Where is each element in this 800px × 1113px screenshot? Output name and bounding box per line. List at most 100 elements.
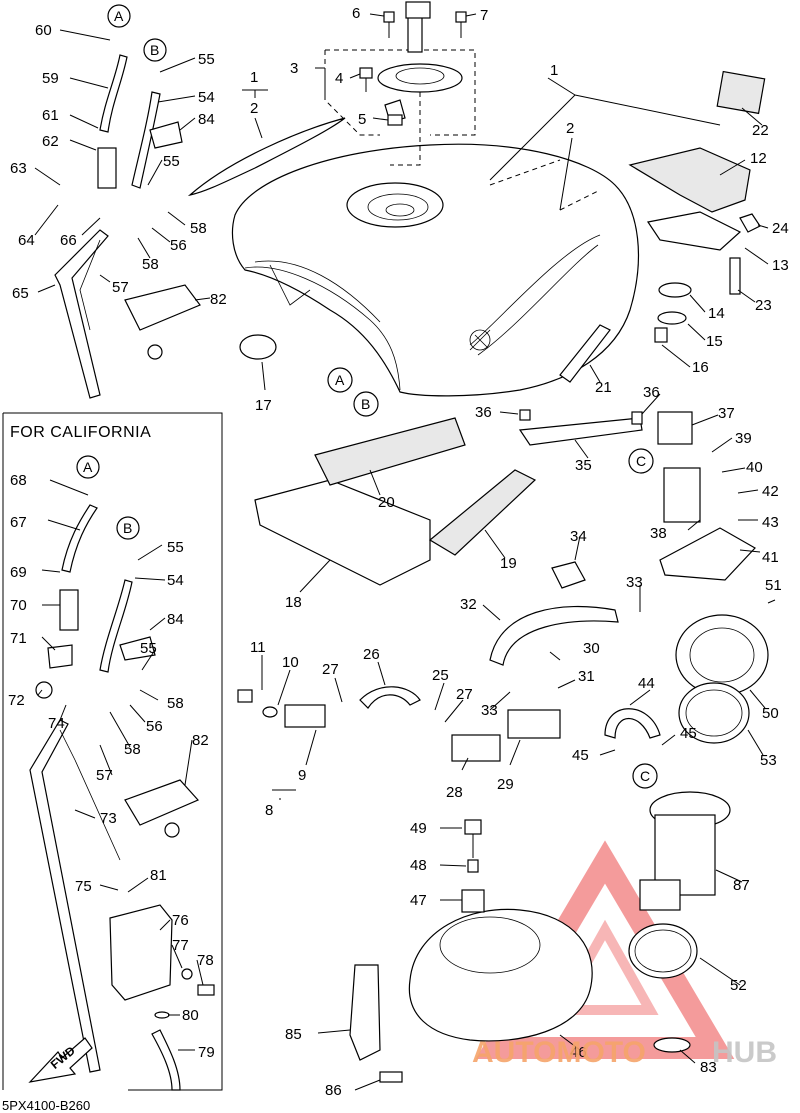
part-label: 51 [765,577,782,594]
gasket-part-52-inner [634,929,692,973]
part-label: 84 [167,611,184,628]
bracket-part-41 [659,527,756,581]
fuel-pump-base-part-46 [408,908,593,1042]
part-label: 14 [708,305,725,322]
bolt-part-49 [464,819,482,835]
bracket-part-13 [646,211,742,251]
bolt-part-16 [654,327,668,343]
svg-text:B: B [361,396,370,412]
valve-part-29 [507,709,561,739]
part-label: 15 [706,333,723,350]
part-label: 36 [643,384,660,401]
pad-part-20 [314,417,466,486]
part-label: 64 [18,232,35,249]
clip-part-36a [519,409,531,421]
part-label: 46 [570,1044,587,1061]
part-label: 58 [142,256,159,273]
part-label: 54 [198,89,215,106]
pipe-part-57 [79,239,101,331]
damper-part-14 [658,282,692,298]
part-label: 86 [325,1082,342,1099]
part-label: 2 [566,120,574,137]
part-label: 48 [410,857,427,874]
fuel-pump-part-87 [639,791,731,911]
svg-text:C: C [636,453,646,469]
bolt-part-86 [379,1071,403,1083]
valve-part-28 [451,734,501,762]
damper-part-47 [461,889,485,913]
part-label: 56 [170,237,187,254]
connector-b-tank: B [353,391,379,417]
part-label: 19 [500,555,517,572]
watermark-text-a: AUTOMOTO [472,1036,646,1069]
hose-part-54 [131,91,161,189]
part-label: 63 [10,160,27,177]
part-label: 54 [167,572,184,589]
part-label: 31 [578,668,595,685]
part-label: 74 [48,715,65,732]
svg-text:A: A [114,8,124,24]
part-label: 22 [752,122,769,139]
svg-text:B: B [123,520,132,536]
valve-part-37 [657,411,693,445]
hose-part-32 [489,605,619,666]
part-label: 80 [182,1007,199,1024]
fuel-tank-assembly [231,143,639,397]
part-label: 47 [410,892,427,909]
connector-c-valve: C [628,448,654,474]
part-label: 79 [198,1044,215,1061]
part-label: 16 [692,359,709,376]
collar-part-48 [467,859,479,873]
part-label: 61 [42,107,59,124]
canister-bracket-part-82 [124,284,201,360]
pad-part-19 [428,469,537,556]
part-label: 53 [760,752,777,769]
part-label: 60 [35,22,52,39]
part-label: 4 [335,70,343,87]
fuel-filter-part-62 [97,147,117,189]
hose-part-44 [604,708,661,739]
part-label: 21 [595,379,612,396]
svg-text:B: B [150,42,159,58]
part-label: 12 [750,150,767,167]
part-label: 78 [197,952,214,969]
part-label: 71 [10,630,27,647]
california-panel-title: FOR CALIFORNIA [10,424,151,441]
part-label: 77 [172,937,189,954]
part-label: 3 [290,60,298,77]
part-label: 1 [550,62,558,79]
leader-lines [34,13,776,1091]
gasket-part-52 [628,923,698,979]
washer-part-15 [657,311,687,325]
part-label: 62 [42,133,59,150]
valve-part-38 [663,467,701,523]
california-panel: FOR CALIFORNIA FWD [2,412,223,1091]
part-label: 43 [762,514,779,531]
clip-part-83 [653,1037,691,1053]
part-label: 13 [772,257,789,274]
part-label: 11 [250,639,266,656]
part-label: 9 [298,767,306,784]
part-label: 49 [410,820,427,837]
bolt-part-23 [729,257,741,295]
part-label: 36 [475,404,492,421]
pipe-part-65 [54,229,109,399]
part-label: 26 [363,646,380,663]
clip-part-36b [631,411,643,425]
part-label: 57 [112,279,129,296]
part-label: 27 [456,686,473,703]
part-label: 55 [167,539,184,556]
svg-text:C: C [640,768,650,784]
gasket-part-50-inner [689,627,755,683]
clamp-part-34 [551,561,586,589]
part-label: 30 [583,640,600,657]
part-label: 57 [96,767,113,784]
part-label: 70 [10,597,27,614]
part-label: 38 [650,525,667,542]
part-number-labels: 1 2 3 4 5 6 7 1 2 22 12 24 13 23 14 15 1… [8,5,789,1099]
connector-a-top: A [107,4,131,28]
screw-part-11 [237,689,253,703]
hose-part-59 [99,54,128,133]
part-label: 55 [140,640,157,657]
